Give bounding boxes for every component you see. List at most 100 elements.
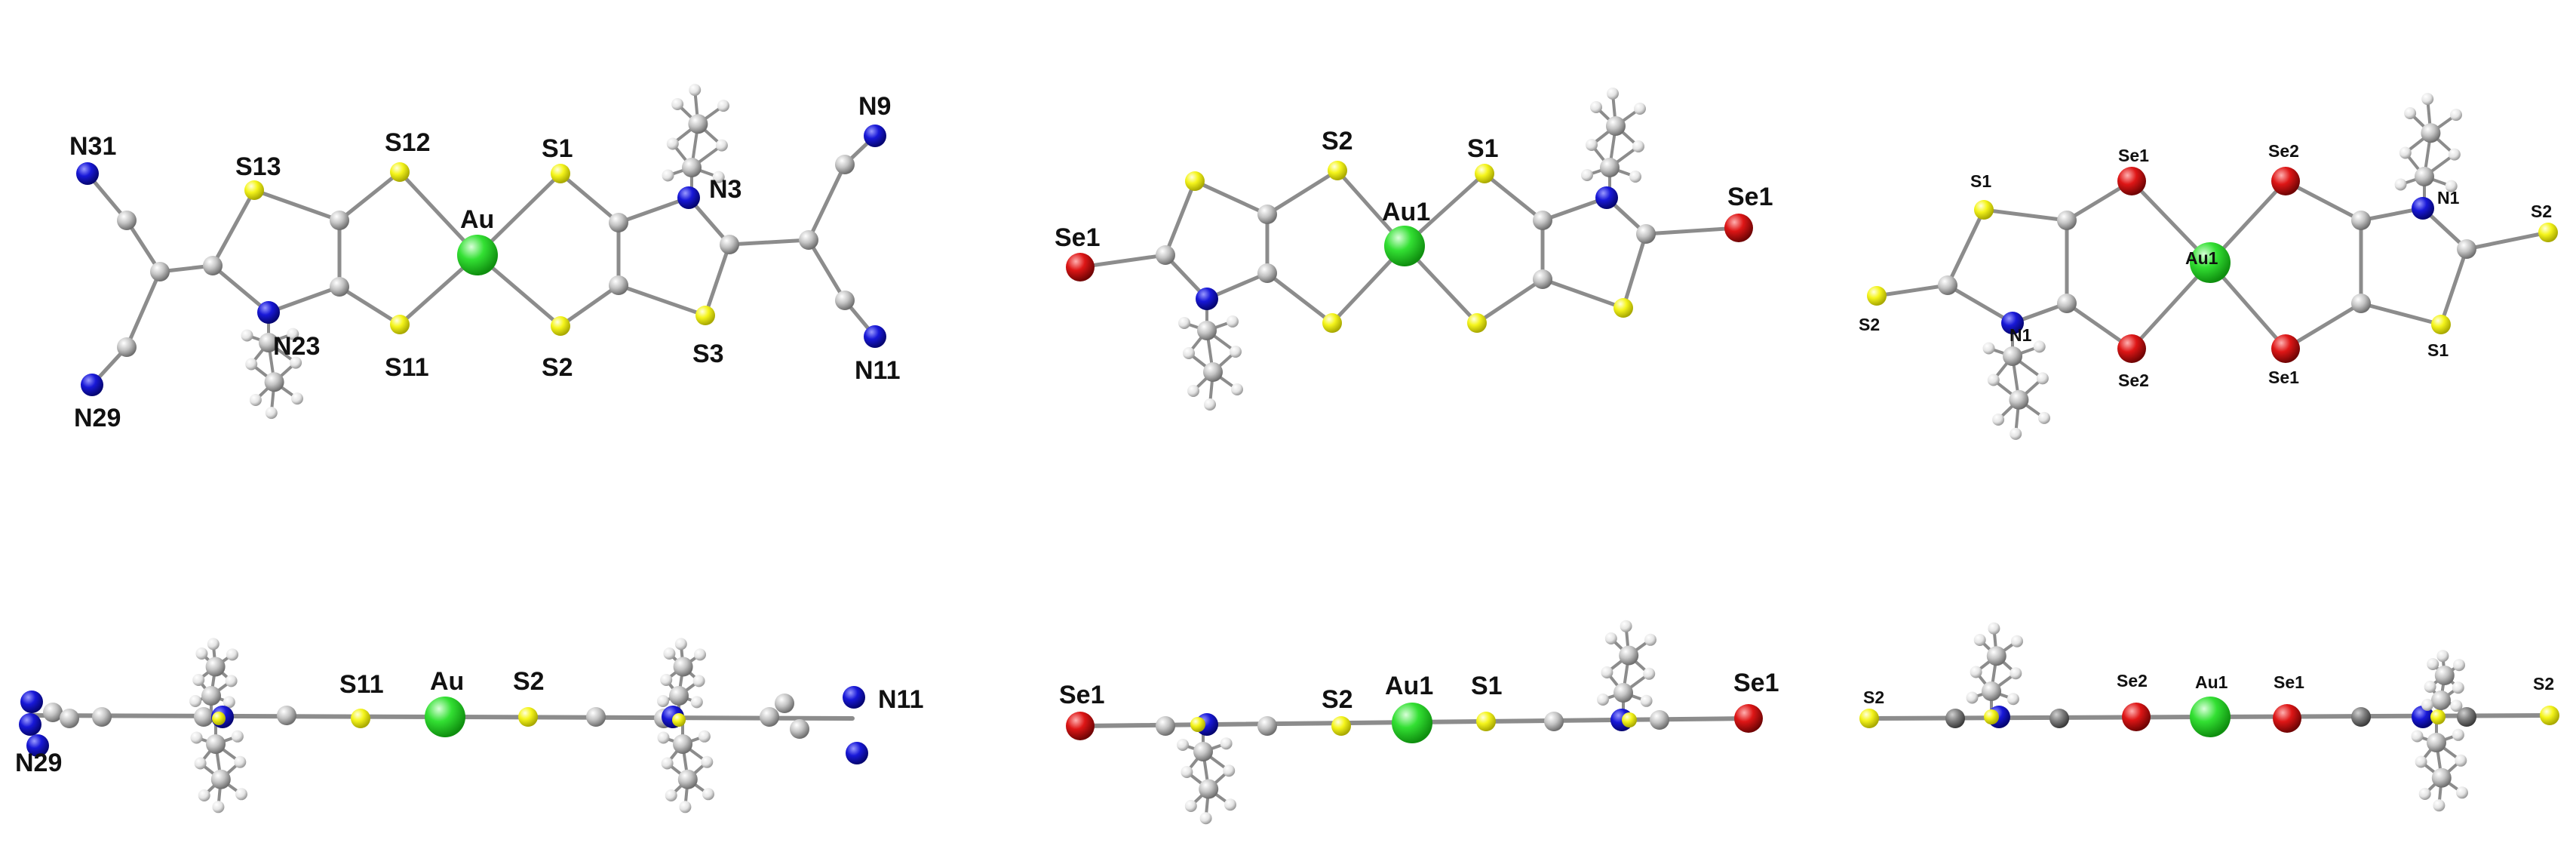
sulfur-atom [2538, 223, 2558, 242]
label-Se2-lower: Se2 [2118, 371, 2149, 390]
hydrogen-atom [189, 695, 201, 707]
bond [1945, 283, 2015, 325]
hydrogen-atom [1607, 88, 1619, 100]
bond [1482, 171, 1545, 223]
hydrogen-atom [1644, 633, 1656, 646]
sulfur-atom [1622, 712, 1637, 727]
hydrogen-atom [1966, 691, 1979, 704]
hydrogen-atom [712, 171, 725, 183]
gold-atom [1384, 226, 1425, 266]
sulfur-atom [1190, 717, 1205, 732]
hydrogen-atom [1590, 101, 1602, 113]
sulfur-atom [2431, 315, 2451, 334]
label-S2-right-side: S2 [2533, 674, 2554, 694]
sulfur-atom [518, 707, 538, 727]
hydrogen-atom [2427, 658, 2439, 670]
bond [1874, 283, 1950, 298]
label-Au: Au [460, 205, 494, 234]
carbon-atom [1650, 710, 1669, 730]
nitrogen-atom [2412, 706, 2434, 728]
label-S1-right: S1 [2427, 340, 2449, 360]
label-S2-side: S2 [513, 667, 545, 696]
nitrogen-atom [677, 186, 700, 209]
selenium-atom [2273, 704, 2301, 733]
hydrogen-atom [287, 328, 299, 340]
carbon-atom [330, 277, 349, 297]
label-Se2-upper: Se2 [2268, 141, 2299, 161]
hydrogen-atom [661, 757, 674, 770]
carbon-atom [673, 734, 692, 754]
hydrogen-atom [2011, 635, 2023, 647]
carbon-atom [2057, 294, 2077, 313]
carbon-atom [1600, 158, 1620, 177]
hydrogen-atom [1230, 346, 1242, 358]
carbon-atom [609, 213, 628, 232]
label-Se1-right: Se1 [1727, 183, 1773, 211]
sulfur-atom [244, 180, 264, 200]
hydrogen-atom [192, 674, 205, 686]
sulfur-atom [1867, 286, 1887, 306]
sulfur-atom [1467, 313, 1487, 333]
bond [337, 170, 402, 223]
hydrogen-atom [2415, 755, 2427, 768]
label-Au1: Au1 [2185, 248, 2218, 268]
carbon-atom [799, 230, 818, 250]
hydrogen-atom [1634, 103, 1646, 115]
hydrogen-atom [1181, 766, 1193, 778]
hydrogen-atom [1227, 315, 1239, 328]
label-Se2-side: Se2 [2117, 671, 2148, 691]
carbon-atom [206, 734, 226, 754]
hydrogen-atom [1199, 812, 1212, 825]
carbon-atom [1544, 712, 1564, 731]
label-S2-side: S2 [1322, 685, 1353, 714]
nitrogen-atom [257, 301, 280, 324]
carbon-atom [330, 211, 349, 230]
label-Au-side: Au [430, 667, 464, 696]
carbon-atom [760, 707, 779, 727]
label-Se1-side: Se1 [2274, 672, 2304, 692]
hydrogen-atom [223, 696, 235, 709]
hydrogen-atom [225, 675, 238, 687]
gold-atom [2190, 242, 2231, 283]
sulfur-atom [1475, 164, 1494, 183]
bond [210, 188, 256, 268]
hydrogen-atom [1982, 342, 1995, 355]
carbon-atom [203, 256, 223, 275]
sulfur-atom [2430, 709, 2446, 724]
selenium-atom [1734, 704, 1763, 733]
carbon-atom [688, 114, 708, 134]
sulfur-atom [1328, 161, 1347, 180]
hydrogen-atom [2424, 681, 2436, 693]
carbon-atom [1257, 716, 1277, 736]
hydrogen-atom [1970, 666, 1982, 678]
hydrogen-atom [715, 139, 728, 152]
hydrogen-atom [1597, 694, 1609, 706]
carbon-atom [92, 707, 112, 727]
hydrogen-atom [1581, 169, 1593, 181]
sulfur-atom [1476, 712, 1496, 731]
bond [616, 283, 708, 318]
nitrogen-atom [26, 734, 49, 757]
hydrogen-atom [2450, 109, 2462, 121]
hydrogen-atom [662, 169, 674, 182]
hydrogen-atom [2455, 754, 2467, 767]
bond-layer [28, 88, 2552, 820]
hydrogen-atom [194, 757, 207, 770]
bond [1475, 277, 1545, 325]
label-S13: S13 [235, 152, 281, 181]
hydrogen-atom [234, 755, 247, 768]
selenium-atom [1066, 253, 1095, 281]
gold-atom [457, 235, 498, 275]
label-N31: N31 [69, 132, 116, 161]
hydrogen-atom [1204, 398, 1216, 411]
carbon-atom [2049, 709, 2069, 728]
sulfur-atom [1859, 709, 1879, 728]
carbon-atom [205, 657, 226, 677]
hydrogen-atom [1178, 317, 1190, 329]
bond [1982, 208, 2069, 223]
hydrogen-atom [2433, 799, 2446, 812]
carbon-atom [2003, 346, 2022, 366]
hydrogen-atom [702, 788, 714, 801]
sulfur-atom [1984, 709, 1999, 724]
sulfur-atom [695, 306, 715, 325]
